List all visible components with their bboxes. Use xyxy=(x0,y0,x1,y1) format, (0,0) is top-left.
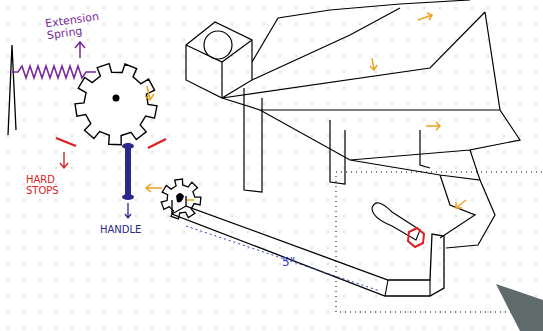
motion-arrow xyxy=(146,184,162,192)
handle-label: HANDLE xyxy=(100,224,170,235)
dimension-line xyxy=(186,226,380,291)
handle-end xyxy=(122,143,134,149)
flow-arrow xyxy=(456,200,466,208)
wall xyxy=(8,45,16,135)
flow-arrow xyxy=(426,122,440,130)
flow-arrow xyxy=(370,58,377,70)
large-gear xyxy=(75,64,157,145)
dimension-label: 5" xyxy=(282,256,312,269)
handle-arrow xyxy=(125,203,131,218)
gear-hole xyxy=(113,95,120,102)
slot xyxy=(372,203,420,240)
chute xyxy=(222,0,520,248)
hard-stop xyxy=(56,138,166,148)
handle-end xyxy=(122,194,134,200)
hard-stop-arrow xyxy=(60,152,68,168)
hopper-box xyxy=(186,22,252,98)
support-leg xyxy=(244,88,430,192)
small-gear xyxy=(161,179,201,219)
hex-nut xyxy=(408,228,424,247)
track xyxy=(172,196,444,296)
track-edge xyxy=(172,206,430,296)
corner-pointer xyxy=(496,284,543,331)
rotation-arrow xyxy=(145,86,154,100)
extension-spring xyxy=(12,66,96,78)
gear-hub xyxy=(176,193,184,202)
handle xyxy=(125,146,131,196)
spring-arrow xyxy=(75,42,85,58)
marker xyxy=(186,199,194,201)
ball xyxy=(204,31,232,59)
flow-arrow xyxy=(418,13,432,20)
hard-stops-label: HARD STOPS xyxy=(26,174,68,196)
